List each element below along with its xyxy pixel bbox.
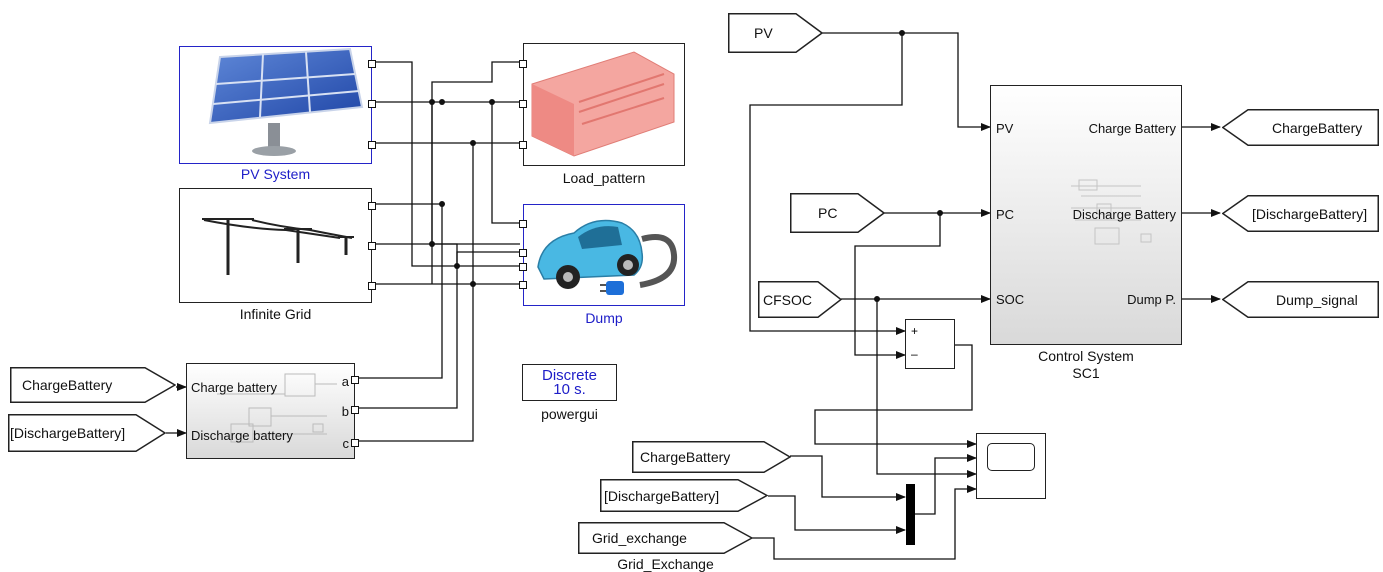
- tag-text: ChargeBattery: [1272, 119, 1363, 136]
- battery-port-a: a: [341, 374, 349, 389]
- cs-port-discharge-battery: Discharge Battery: [1072, 207, 1176, 222]
- infinite-grid-label: Infinite Grid: [239, 306, 312, 322]
- from-chargebattery-bottom[interactable]: ChargeBattery: [632, 441, 791, 473]
- tag-text: Dump_signal: [1276, 291, 1358, 308]
- from-pv[interactable]: PV: [728, 13, 823, 53]
- cs-port-charge-battery: Charge Battery: [1088, 121, 1176, 136]
- powergui-block[interactable]: Discrete 10 s.: [522, 364, 617, 401]
- battery-port-discharge: Discharge battery: [191, 428, 293, 443]
- cs-port-pv: PV: [996, 121, 1014, 136]
- cs-port-soc: SOC: [996, 292, 1025, 307]
- subsystem-preview-icon: [217, 373, 337, 443]
- goto-dump-signal[interactable]: Dump_signal: [1222, 281, 1379, 318]
- tag-text: [DischargeBattery]: [604, 487, 720, 504]
- battery-port-charge: Charge battery: [191, 380, 277, 395]
- battery-port-b: b: [341, 404, 349, 419]
- load-pattern-block[interactable]: [519, 43, 685, 166]
- tag-text: [DischargeBattery]: [1252, 205, 1368, 222]
- pv-system-label: PV System: [240, 166, 311, 182]
- tag-text: PC: [818, 205, 838, 221]
- tag-text: ChargeBattery: [22, 377, 113, 393]
- from-dischargebattery-left[interactable]: [DischargeBattery]: [8, 414, 166, 452]
- load-pattern-label: Load_pattern: [562, 170, 646, 186]
- tag-text: CFSOC: [763, 291, 812, 308]
- battery-port-c: c: [342, 436, 350, 451]
- control-system-name: Control System: [1038, 348, 1134, 364]
- scope-block[interactable]: [976, 433, 1046, 499]
- powergui-sample-time: 10 s.: [553, 381, 586, 398]
- tag-text: ChargeBattery: [640, 449, 731, 465]
- control-system-label: Control System SC1: [990, 348, 1182, 382]
- building-icon: [531, 51, 675, 157]
- control-system-block[interactable]: PV PC SOC Charge Battery Discharge Batte…: [990, 85, 1182, 345]
- goto-chargebattery[interactable]: ChargeBattery: [1222, 109, 1379, 146]
- pv-system-block[interactable]: [179, 46, 376, 164]
- cs-port-dump: Dump P.: [1127, 292, 1176, 307]
- sum-plus-sign: +: [911, 324, 919, 338]
- cs-port-pc: PC: [996, 207, 1015, 222]
- goto-dischargebattery[interactable]: [DischargeBattery]: [1222, 195, 1379, 232]
- from-grid-exchange[interactable]: Grid_exchange: [578, 522, 753, 554]
- tag-text: PV: [754, 25, 773, 41]
- powergui-mode: Discrete: [541, 367, 597, 384]
- battery-subsystem-block[interactable]: Charge battery Discharge battery a b c: [186, 363, 359, 459]
- tag-text: Grid_exchange: [592, 530, 687, 546]
- from-cfsoc[interactable]: CFSOC: [758, 281, 842, 318]
- infinite-grid-block[interactable]: [179, 188, 376, 303]
- from-chargebattery-left[interactable]: ChargeBattery: [10, 367, 176, 403]
- dump-block[interactable]: [519, 204, 685, 306]
- control-system-subname: SC1: [1072, 365, 1100, 381]
- electric-car-icon: [537, 219, 678, 295]
- from-dischargebattery-bottom[interactable]: [DischargeBattery]: [600, 479, 768, 512]
- subsystem-preview-icon: [1071, 179, 1152, 245]
- scope-screen-icon: [987, 443, 1035, 471]
- tag-text: [DischargeBattery]: [10, 425, 126, 441]
- solar-panel-icon: [208, 47, 364, 156]
- powergui-label: powergui: [541, 406, 598, 422]
- sum-block[interactable]: + –: [905, 319, 955, 369]
- from-pc[interactable]: PC: [790, 193, 885, 233]
- grid-exchange-label: Grid_Exchange: [617, 556, 714, 572]
- dump-label: Dump: [585, 310, 623, 326]
- sum-minus-sign: –: [911, 347, 918, 361]
- power-line-icon: [202, 218, 354, 275]
- mux-bar: [906, 484, 915, 545]
